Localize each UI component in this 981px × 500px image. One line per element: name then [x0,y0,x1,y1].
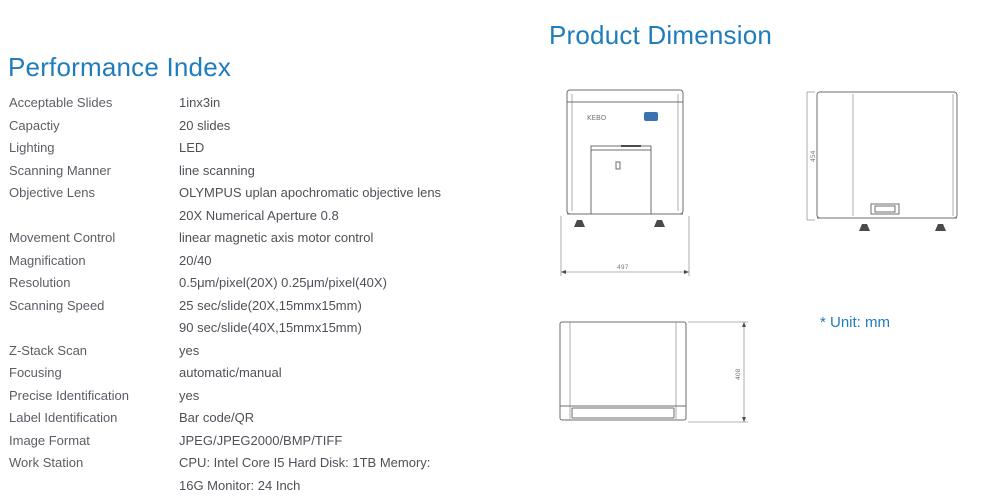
spec-value: 25 sec/slide(20X,15mmx15mm) [179,297,362,313]
spec-value: automatic/manual [179,365,282,380]
spec-value: 1inx3in [179,95,221,110]
spec-label: Lighting [9,140,55,155]
spec-row: Precise Identification yes [9,385,479,408]
spec-label: Precise Identification [9,387,129,403]
spec-value: yes [179,342,200,358]
spec-label: Focusing [9,365,62,380]
spec-label: Z-Stack Scan [9,342,88,358]
spec-value: 20X Numerical Aperture 0.8 [179,207,339,223]
spec-row: 16G Monitor: 24 Inch [9,475,479,498]
spec-label: Scanning Speed [9,297,105,313]
spec-label: Work Station [9,455,84,470]
spec-row: 20X Numerical Aperture 0.8 [9,205,479,228]
spec-row: Image Format JPEG/JPEG2000/BMP/TIFF [9,430,479,453]
front-view-drawing: KEBO 497 [560,89,690,276]
spec-value: LED [179,140,205,155]
spec-row: 90 sec/slide(40X,15mmx15mm) [9,317,479,340]
spec-value: 16G Monitor: 24 Inch [179,477,301,493]
spec-value: 20/40 [179,252,212,268]
performance-spec-list: Acceptable Slides 1inx3in Capactiy 20 slid… [9,92,479,497]
spec-row: Capactiy 20 slides [9,115,479,138]
spec-row: Label Identification Bar code/QR [9,407,479,430]
spec-label: Capactiy [9,117,60,133]
performance-index-title: Performance Index [8,52,232,82]
spec-row: Resolution 0.5μm/pixel(20X) 0.25μm/pixel(… [9,272,479,295]
product-dimension-title: Product Dimension [549,20,773,50]
spec-value: 20 slides [179,117,231,133]
spec-label: Acceptable Slides [9,95,113,110]
spec-value: 0.5μm/pixel(20X) 0.25μm/pixel(40X) [179,275,387,290]
spec-value: 90 sec/slide(40X,15mmx15mm) [179,320,362,335]
front-logo: KEBO [587,114,607,122]
spec-label: Resolution [9,275,71,290]
spec-row: Acceptable Slides 1inx3in [9,92,479,115]
spec-label: Label Identification [9,410,118,425]
spec-row: Focusing automatic/manual [9,362,479,385]
spec-row: Scanning Manner line scanning [9,160,479,183]
spec-row: Z-Stack Scan yes [9,340,479,363]
width-dimension-label: 497 [617,264,629,271]
unit-note: * Unit: mm [820,314,891,331]
spec-label: Scanning Manner [9,162,111,178]
height-dimension-label: 454 [810,150,817,162]
spec-row: Lighting LED [9,137,479,160]
front-panel-indicator [644,112,658,121]
side-view-drawing: 454 [806,91,958,231]
spec-label: Magnification [9,252,86,268]
spec-row: Magnification 20/40 [9,250,479,273]
spec-value: OLYMPUS uplan apochromatic objective len… [179,185,442,200]
spec-row: Work Station CPU: Intel Core I5 Hard Disk… [9,452,479,475]
spec-row: Movement Control linear magnetic axis mot… [9,227,479,250]
spec-label: Image Format [9,432,90,448]
depth-dimension-label: 408 [735,368,742,380]
spec-row: Objective Lens OLYMPUS uplan apochromatic… [9,182,479,205]
spec-value: line scanning [179,162,255,178]
spec-value: CPU: Intel Core I5 Hard Disk: 1TB Memory… [179,455,431,470]
spec-value: Bar code/QR [179,410,255,425]
spec-value: linear magnetic axis motor control [179,230,374,245]
top-view-drawing: 408 [559,321,748,423]
spec-row: Scanning Speed 25 sec/slide(20X,15mmx15mm… [9,295,479,318]
spec-label: Movement Control [9,230,116,245]
spec-label: Objective Lens [9,185,95,200]
spec-value: yes [179,387,200,403]
spec-value: JPEG/JPEG2000/BMP/TIFF [179,432,343,448]
